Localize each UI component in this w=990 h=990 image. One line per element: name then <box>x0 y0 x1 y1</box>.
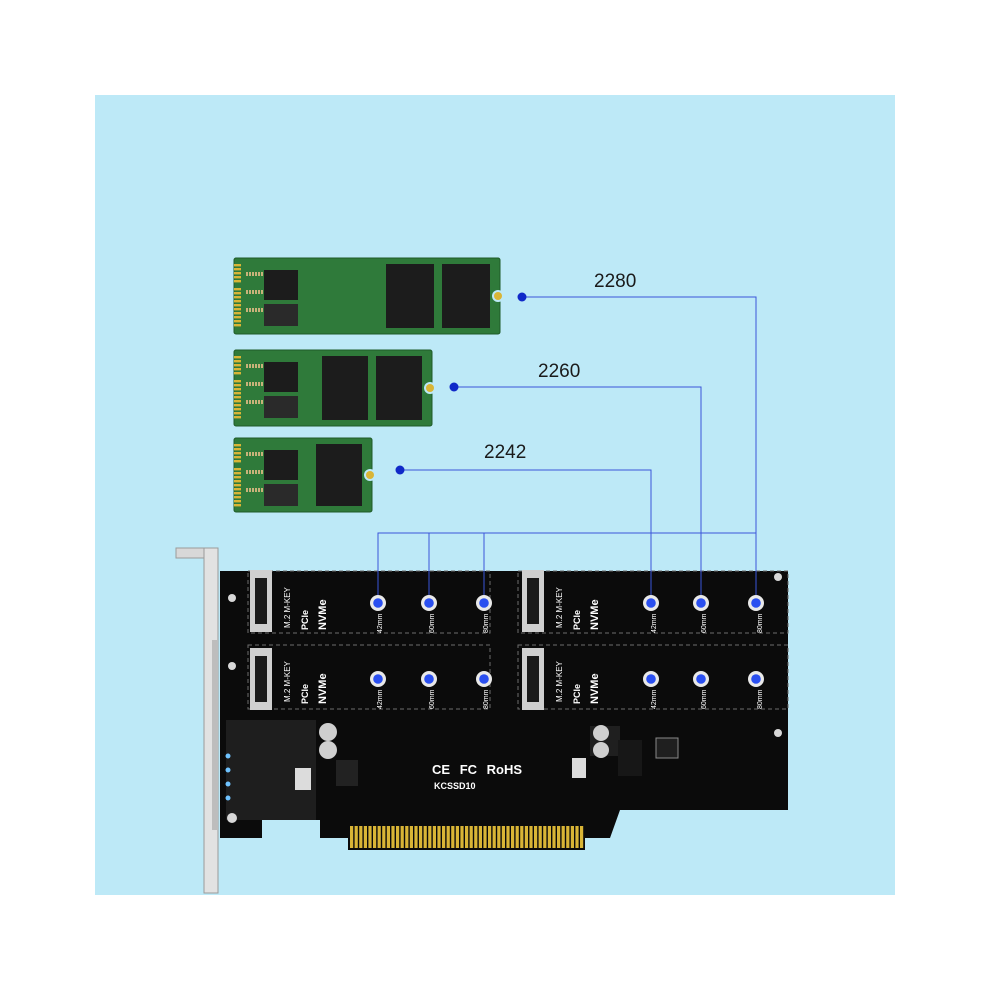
controller-chip <box>264 270 298 300</box>
length-mark: 60mm <box>701 689 708 709</box>
length-mark: 60mm <box>701 613 708 633</box>
controller-chip <box>264 362 298 392</box>
length-mark: 42mm <box>651 613 658 633</box>
dram-chip <box>264 396 298 418</box>
flash-chip <box>376 356 422 420</box>
ssd-2242 <box>233 437 376 513</box>
controller-chip <box>264 450 298 480</box>
flash-chip <box>316 444 362 506</box>
dram-chip <box>264 484 298 506</box>
standoff-screw <box>370 671 386 687</box>
nvme-logo: NVMe <box>589 673 601 704</box>
pcie-logo: PCIe <box>572 610 582 630</box>
flash-chip <box>442 264 490 328</box>
m2-socket <box>250 648 272 710</box>
length-mark: 80mm <box>483 613 490 633</box>
size-label-2280: 2280 <box>594 271 636 292</box>
guide-bus-line <box>377 532 756 603</box>
guide-line-2280 <box>522 296 757 603</box>
size-label-2260: 2260 <box>538 361 580 382</box>
slot-key-label: M.2 M-KEY <box>555 586 564 628</box>
standoff-screw <box>693 595 709 611</box>
pcie-bracket <box>175 547 219 894</box>
m2-socket <box>522 570 544 632</box>
standoff-screw <box>643 595 659 611</box>
nvme-logo: NVMe <box>317 673 329 704</box>
pcie-logo: PCIe <box>300 610 310 630</box>
standoff-screw <box>476 671 492 687</box>
ssd-2280 <box>233 257 504 335</box>
length-mark: 42mm <box>377 689 384 709</box>
guide-line-2260 <box>454 386 702 603</box>
standoff-screw <box>476 595 492 611</box>
flash-chip <box>386 264 434 328</box>
standoff-screw <box>748 595 764 611</box>
length-mark: 60mm <box>429 689 436 709</box>
nvme-logo: NVMe <box>317 599 329 630</box>
slot-key-label: M.2 M-KEY <box>283 660 292 702</box>
guide-dot <box>449 382 459 392</box>
length-mark: 42mm <box>377 613 384 633</box>
length-mark: 42mm <box>651 689 658 709</box>
length-mark: 60mm <box>429 613 436 633</box>
ssd-2260 <box>233 349 436 427</box>
slot-key-label: M.2 M-KEY <box>283 586 292 628</box>
flash-chip <box>322 356 368 420</box>
dram-chip <box>264 304 298 326</box>
m2-socket <box>522 648 544 710</box>
length-mark: 80mm <box>483 689 490 709</box>
model-number: KCSSD10 <box>434 781 476 791</box>
pcie-logo: PCIe <box>572 684 582 704</box>
standoff-screw <box>693 671 709 687</box>
guide-line-2242 <box>400 469 652 603</box>
standoff-screw <box>421 595 437 611</box>
standoff-screw <box>643 671 659 687</box>
guide-dot <box>517 292 527 302</box>
certification-marks: CE FC RoHS <box>432 762 522 777</box>
nvme-logo: NVMe <box>589 599 601 630</box>
guide-dot <box>395 465 405 475</box>
length-mark: 80mm <box>757 689 764 709</box>
size-label-2242: 2242 <box>484 442 526 463</box>
m2-socket <box>250 570 272 632</box>
pcie-logo: PCIe <box>300 684 310 704</box>
standoff-screw <box>748 671 764 687</box>
gold-fingers <box>350 826 584 848</box>
board-components <box>225 573 782 823</box>
standoff-screw <box>370 595 386 611</box>
slot-key-label: M.2 M-KEY <box>555 660 564 702</box>
standoff-screw <box>421 671 437 687</box>
length-mark: 80mm <box>757 613 764 633</box>
